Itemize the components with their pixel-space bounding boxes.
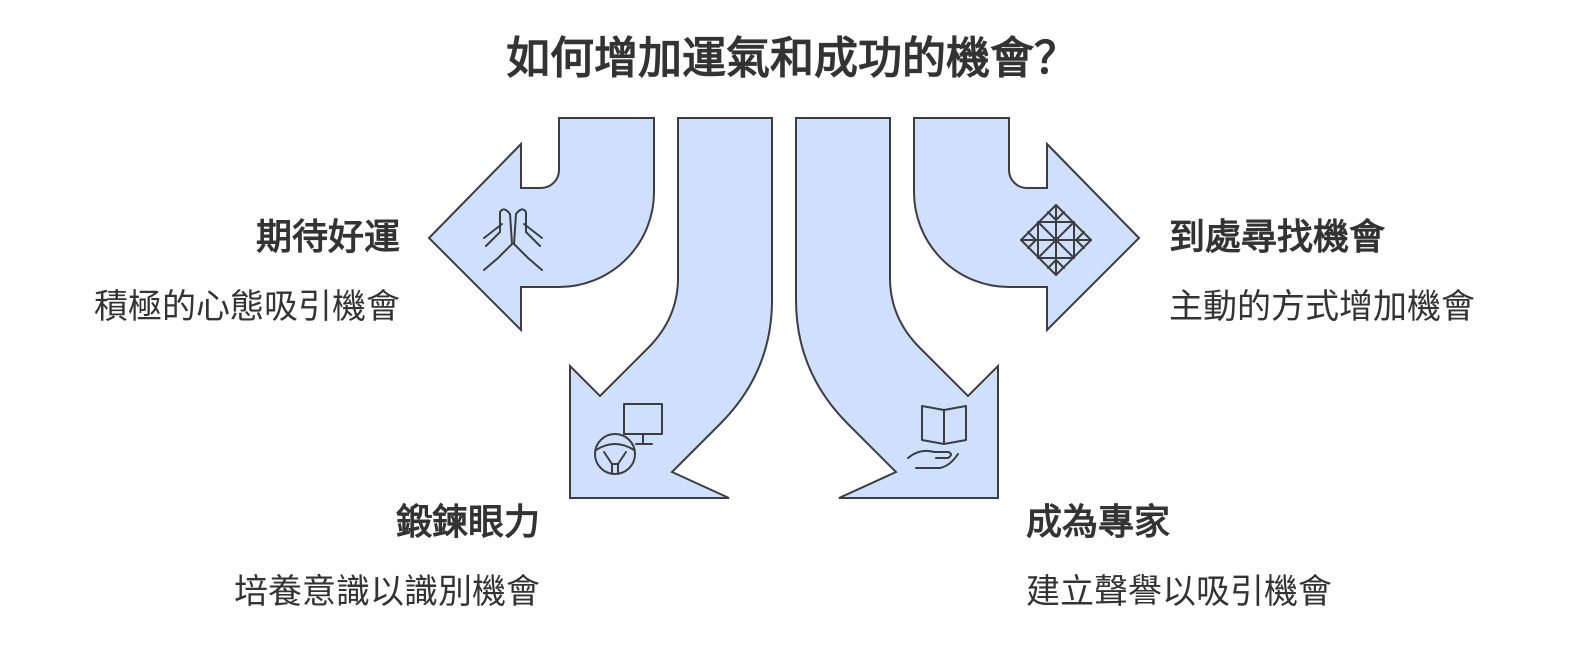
- snowflake-icon: [1020, 204, 1092, 276]
- description-bottom-right: 建立聲譽以吸引機會: [1026, 572, 1332, 612]
- description-bottom-left: 培養意識以識別機會: [234, 572, 540, 612]
- steering-wheel-monitor-icon: [594, 403, 663, 475]
- book-in-hand-icon: [907, 405, 967, 469]
- page-title: 如何增加運氣和成功的機會？: [506, 33, 1078, 84]
- arrow-top-right: [913, 117, 1141, 333]
- description-top-right: 主動的方式增加機會: [1169, 287, 1475, 327]
- heading-bottom-left: 鍛鍊眼力: [395, 502, 540, 543]
- heading-bottom-right: 成為專家: [1026, 502, 1171, 543]
- arrow-bottom-right: [795, 117, 999, 499]
- arrow-top-left: [427, 117, 655, 333]
- heading-top-left: 期待好運: [255, 217, 400, 258]
- heading-top-right: 到處尋找機會: [1169, 217, 1386, 258]
- praying-hands-icon: [483, 208, 543, 271]
- description-top-left: 積極的心態吸引機會: [94, 287, 400, 327]
- arrow-bottom-left: [569, 117, 773, 499]
